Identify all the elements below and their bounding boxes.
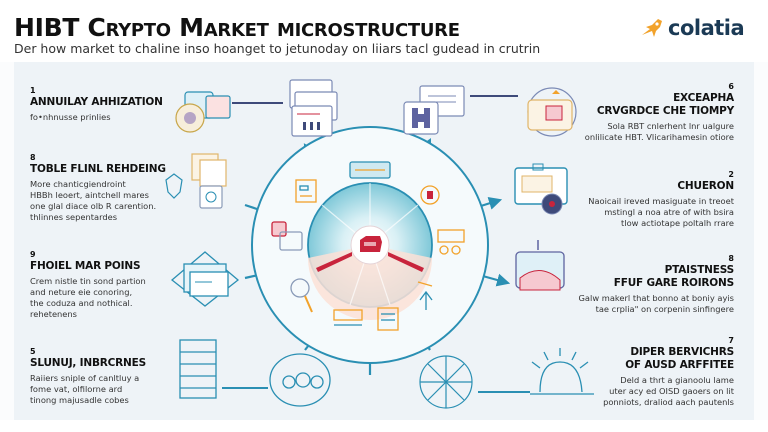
section-text: uter acy ed OISD gaoers on lit — [609, 386, 734, 396]
section-text: ponniots, draliod aach pautenls — [603, 397, 734, 407]
compass-wheel-icon — [419, 355, 473, 409]
section-number: 7 — [728, 336, 734, 345]
section-number: 2 — [728, 170, 734, 179]
section-heading: SLUNUJ, INBRCRNES — [30, 357, 146, 369]
outer-icons — [165, 79, 594, 409]
chart-list-icon — [377, 307, 399, 331]
section-text: Deld a thrt a gianoolu lame — [620, 375, 734, 385]
section-heading: OF AUSD ARFFITEE — [625, 359, 734, 371]
section-number: 9 — [30, 250, 36, 259]
section-text: Raiiers sniple of canltluy a — [30, 373, 140, 383]
document-icon — [295, 179, 317, 203]
cloud-server-icon — [527, 87, 577, 137]
section-text: mstingl a noa atre of with bsira — [604, 207, 734, 217]
bitcoin-card-icon — [437, 229, 465, 255]
section-text: Galw makerl that bonno at boniy ayis — [578, 293, 735, 303]
section-heading: FHOIEL MAR POINS — [30, 260, 141, 272]
filing-cabinet-icon — [179, 339, 217, 399]
section-heading: FFUF GARE ROIRONS — [613, 277, 734, 289]
section-text: fo•nhnusse prinlies — [30, 112, 111, 122]
section-heading: DIPER BERVICHRS — [630, 346, 734, 358]
section-number: 8 — [728, 254, 734, 263]
section-left-1: 1 ANNUILAY AHHIZATION fo•nhnusse prinlie… — [30, 86, 200, 123]
section-text: fome vat, olfilorne ard — [30, 384, 123, 394]
section-text: tae crplia" on corpenin sinfingere — [595, 304, 734, 314]
section-text: onlilicate HBT. Vlicarihamesin otiore — [584, 132, 734, 142]
id-card-icon — [403, 85, 465, 135]
section-heading: CRVGRDCE CHE TIOMPY — [596, 105, 734, 117]
badge-card-icon — [170, 251, 240, 307]
section-heading: EXCEAPHA — [673, 92, 734, 104]
sunrise-dome-icon — [530, 348, 594, 395]
section-heading: CHUERON — [677, 180, 734, 192]
section-right-3: 8 PTAISTNESS FFUF GARE ROIRONS Galw make… — [562, 254, 735, 315]
section-number: 6 — [728, 82, 734, 91]
page-subtitle: Der how market to chaline inso hoanget t… — [14, 41, 541, 56]
money-tray-icon — [515, 240, 565, 291]
upload-arrow-icon — [417, 281, 433, 310]
section-number: 8 — [30, 153, 36, 162]
dashboard-icon — [349, 161, 391, 179]
barcode-icon — [333, 309, 363, 326]
section-text: and neture eie conoring, — [30, 287, 133, 297]
section-left-4: 5 SLUNUJ, INBRCRNES Raiiers sniple of ca… — [30, 347, 200, 406]
browser-windows-icon — [289, 79, 338, 137]
section-right-4: 7 DIPER BERVICHRS OF AUSD ARFFITEE Deld … — [562, 336, 734, 408]
ledger-notes-icon — [165, 153, 227, 209]
header: HIBT Crypto Market microstructure Der ho… — [0, 0, 768, 62]
section-text: the coduza and nothical. — [30, 298, 133, 308]
lion-emblem-icon — [269, 353, 331, 407]
section-heading: ANNUILAY AHHIZATION — [30, 96, 163, 108]
section-text: More chanticgiendroint — [30, 179, 126, 189]
magnifier-icon — [290, 278, 313, 313]
section-heading: PTAISTNESS — [664, 264, 735, 276]
section-text: Naoicail ireved masiguate in treoet — [588, 196, 734, 206]
wallet-card-icon — [271, 221, 303, 251]
coin-stack-icon — [175, 91, 231, 133]
section-text: HBBh leoert, aintchell mares — [30, 190, 149, 200]
section-left-2: 8 TOBLE FLINL REHDEING More chanticgiend… — [30, 153, 200, 223]
section-text: tinong majusadle cobes — [30, 395, 129, 405]
section-text: Crem nistle tin sond partion — [30, 276, 146, 286]
section-text: rehetenens — [30, 309, 77, 319]
stacked-cards-icon — [514, 163, 568, 215]
brand-logo: colatia — [640, 16, 745, 40]
section-text: Sola RBT cnlerhent lnr ualgure — [607, 121, 734, 131]
dollar-coin-icon — [420, 185, 440, 205]
section-text: one glal diace olb R carention. — [30, 201, 157, 211]
page-title: HIBT Crypto Market microstructure — [14, 13, 460, 42]
footer-strip — [0, 420, 768, 432]
brand-name: colatia — [668, 16, 745, 40]
section-text: tlow actiotape poltalh rrare — [621, 218, 734, 228]
inner-ring-icons — [271, 161, 465, 331]
section-number: 1 — [30, 86, 36, 95]
section-right-2: 2 CHUERON Naoicail ireved masiguate in t… — [562, 170, 734, 229]
section-number: 5 — [30, 347, 36, 356]
section-heading: TOBLE FLINL REHDEING — [30, 163, 166, 175]
section-right-1: 6 EXCEAPHA CRVGRDCE CHE TIOMPY Sola RBT … — [562, 82, 734, 143]
rocket-icon — [642, 19, 662, 37]
crypto-exchange-icon — [360, 236, 382, 252]
section-text: thlinnes sepentardes — [30, 212, 118, 222]
section-left-3: 9 FHOIEL MAR POINS Crem nistle tin sond … — [30, 250, 200, 320]
